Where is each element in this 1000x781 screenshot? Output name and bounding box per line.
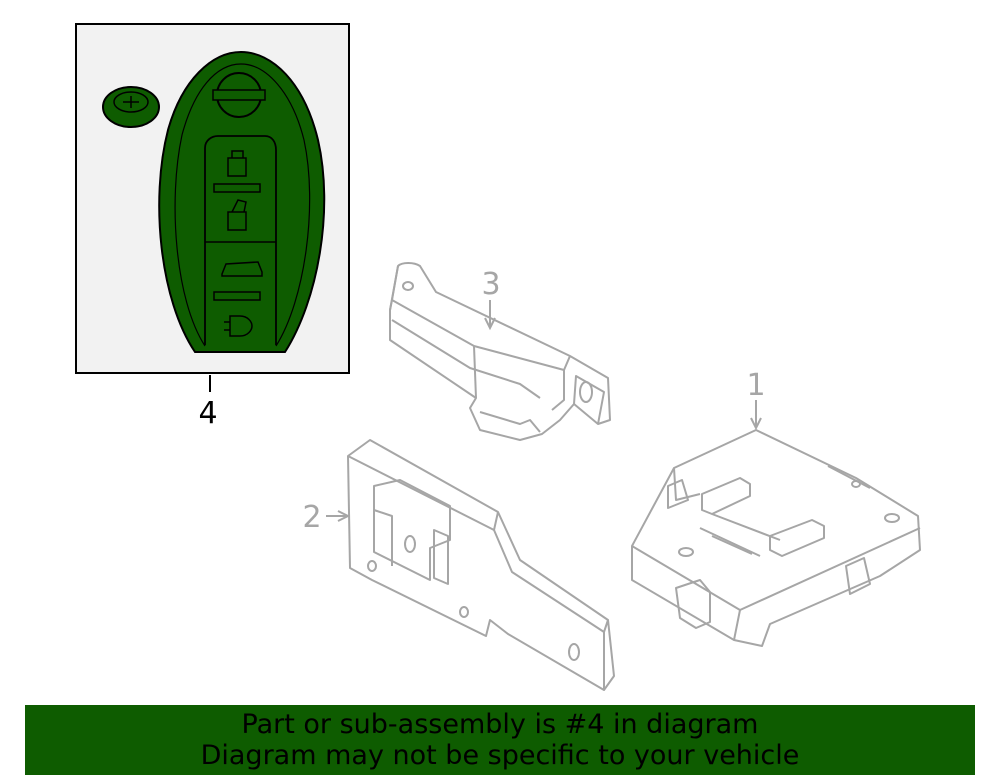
nissan-logo-icon: [212, 72, 266, 118]
panic-horn-icon: [224, 315, 253, 337]
lock-icon: [227, 150, 247, 177]
callout-3: 3: [481, 267, 500, 302]
battery-coin-icon: [102, 86, 160, 128]
callout-1: 1: [746, 368, 765, 403]
trunk-icon: [221, 261, 263, 277]
banner-line-2: Diagram may not be specific to your vehi…: [200, 740, 800, 771]
unlock-icon: [227, 199, 247, 231]
part-2-plate: [347, 439, 615, 691]
notice-banner: Part or sub-assembly is #4 in diagram Di…: [25, 705, 975, 775]
banner-background: [25, 705, 975, 775]
key-fob-inset: [75, 23, 350, 392]
callout-2: 2: [302, 500, 321, 535]
key-fob: [158, 50, 326, 353]
banner-line-1: Part or sub-assembly is #4 in diagram: [241, 709, 759, 740]
callout-4: 4: [198, 396, 217, 431]
part-3-bracket: [389, 262, 611, 441]
part-1-module: [631, 429, 921, 647]
